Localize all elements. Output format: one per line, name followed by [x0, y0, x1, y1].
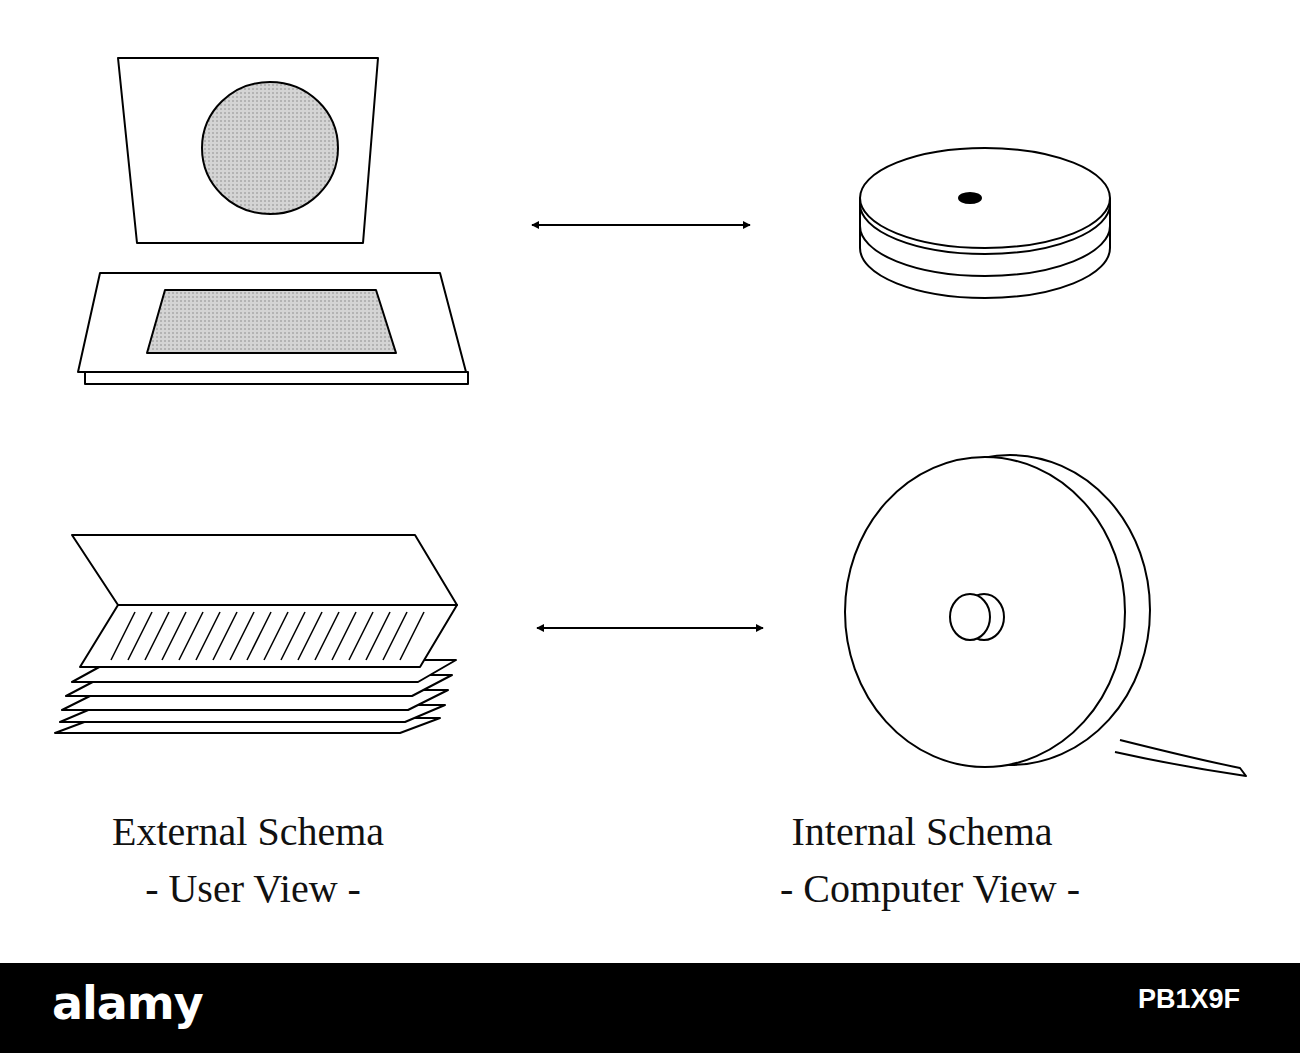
watermark-code: PB1X9F: [1138, 985, 1240, 1015]
schema-subtitle: - Computer View -: [780, 867, 1080, 911]
paper-stack: [55, 535, 457, 733]
double-arrow: [532, 224, 750, 226]
schema-subtitle: - User View -: [145, 867, 361, 911]
keyboard: [78, 273, 468, 384]
watermark-logo: alamy: [52, 978, 203, 1029]
tape-reel: [845, 455, 1246, 776]
schema-title: External Schema: [112, 810, 384, 854]
computer-monitor: [118, 58, 378, 243]
schema-title: Internal Schema: [792, 810, 1053, 854]
ruling-line: [400, 612, 424, 660]
double-arrow: [537, 627, 763, 629]
disk-stack: [860, 148, 1110, 298]
